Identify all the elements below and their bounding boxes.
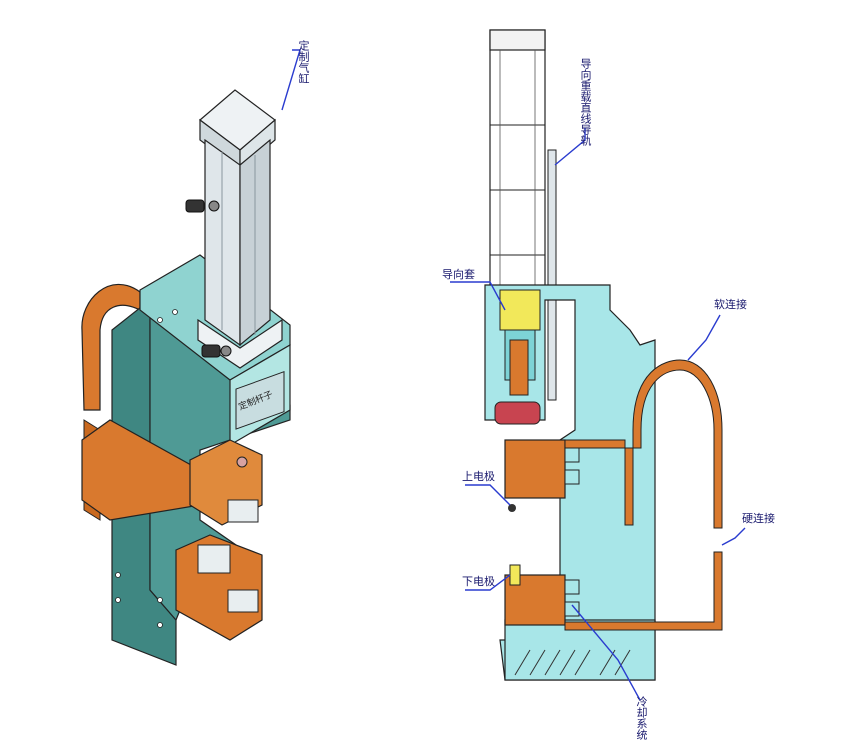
- hard-connection-label: 硬连接: [742, 512, 775, 525]
- red-pad: [494, 401, 541, 425]
- cooling-system-label: 冷却系统: [635, 696, 648, 740]
- guide-sleeve-label: 导向套: [442, 268, 475, 281]
- section-view: [484, 29, 723, 681]
- guide-sleeve: [499, 289, 541, 331]
- soft-connection: [564, 359, 723, 529]
- copper-loop-back: [81, 283, 141, 411]
- isometric-view: 定制杆子: [81, 89, 291, 666]
- cylinder-section: [489, 29, 546, 291]
- leader-lines: [281, 49, 746, 701]
- cylinder-label: 定制气缸: [297, 40, 310, 84]
- hard-connection: [564, 551, 723, 631]
- side-plate: [235, 370, 285, 430]
- cylinder-body: [197, 89, 283, 369]
- upper-electrode-block: [504, 439, 566, 499]
- lower-electrode-label: 下电极: [462, 575, 495, 588]
- upper-electrode-label: 上电极: [462, 470, 495, 483]
- soft-connection-label: 软连接: [714, 298, 747, 311]
- linear-guide-rail: [547, 149, 557, 401]
- air-fitting-icon: [185, 199, 232, 358]
- linear-guide-label: 导向重载直线导轨: [579, 58, 592, 146]
